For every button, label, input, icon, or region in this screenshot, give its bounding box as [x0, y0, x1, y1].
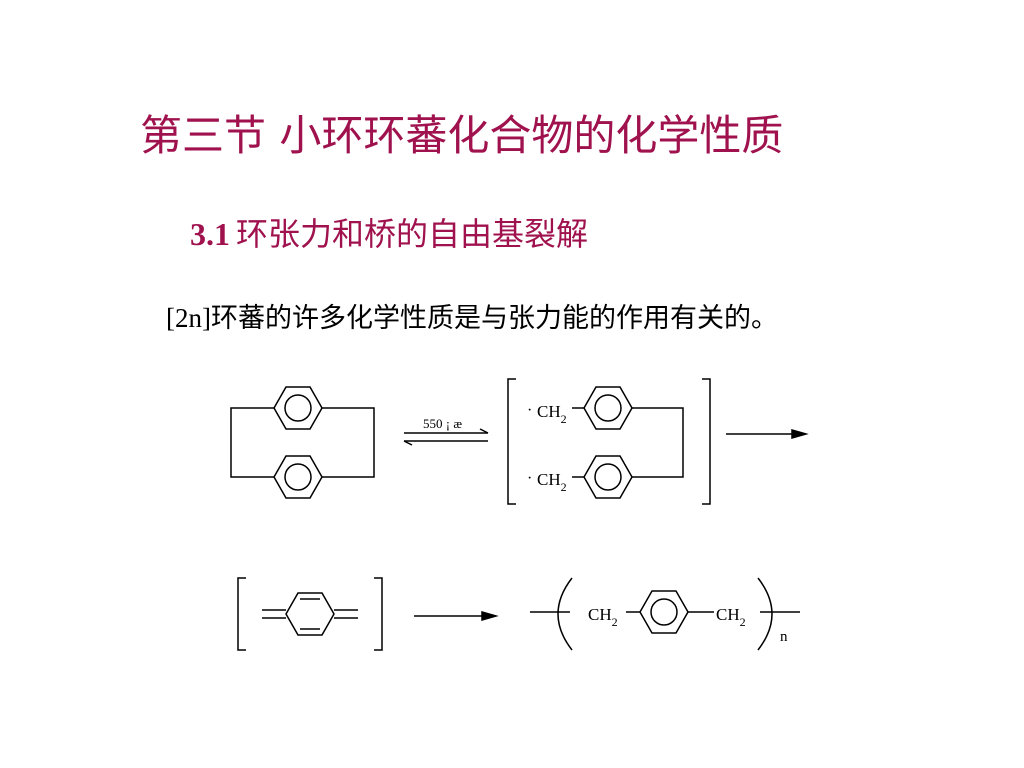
bracket-right-xylylene: [374, 577, 383, 651]
bracket-left-xylylene: [237, 577, 246, 651]
ch2-radical-upper-main: CH: [537, 402, 561, 421]
benzene-ring-radical-lower: [583, 455, 633, 499]
quinoid-ring: [285, 592, 335, 636]
benzene-ring-polymer: [639, 590, 689, 634]
ch2-radical-upper: CH2: [537, 402, 567, 426]
benzene-ring-lower: [273, 455, 323, 499]
radical-dot-lower: ·: [527, 470, 532, 487]
aromatic-circle-radical-lower: [594, 463, 622, 491]
ch2-polymer-right-sub: 2: [740, 615, 746, 629]
bracket-left: [507, 378, 516, 505]
ethylene-bridge-right: [322, 407, 375, 478]
ch2-radical-upper-sub: 2: [561, 412, 567, 426]
aromatic-circle-upper: [284, 394, 312, 422]
ch2-radical-lower: CH2: [537, 470, 567, 494]
xylylene-structure: [237, 577, 383, 651]
ch2-polymer-right-main: CH: [716, 605, 740, 624]
section-number: 3.1: [190, 216, 230, 252]
polymer-paren-right: [757, 577, 773, 651]
ethylene-bridge-left: [230, 407, 274, 478]
aromatic-circle-radical-upper: [594, 394, 622, 422]
ch2-radical-lower-main: CH: [537, 470, 561, 489]
polymer-subscript-n: n: [780, 629, 788, 645]
radical-dot-upper: ·: [527, 402, 532, 419]
benzene-ring-upper: [273, 386, 323, 430]
body-paragraph: [2n]环蕃的许多化学性质是与张力能的作用有关的。: [166, 298, 778, 339]
reaction-arrow-2: [414, 611, 499, 621]
section-subtitle-text: 环张力和桥的自由基裂解: [236, 215, 589, 253]
polymer-structure: [530, 577, 800, 651]
diradical-bracket: [507, 378, 711, 505]
ch2-polymer-left-main: CH: [588, 605, 612, 624]
paracyclophane-structure: [230, 386, 375, 499]
equilibrium-arrow: [403, 428, 489, 446]
aromatic-circle-lower: [284, 463, 312, 491]
ch2-radical-lower-sub: 2: [561, 480, 567, 494]
bracket-right: [702, 378, 711, 505]
body-text: 环蕃的许多化学性质是与张力能的作用有关的。: [210, 303, 778, 334]
ch2-polymer-left-sub: 2: [612, 615, 618, 629]
aromatic-circle-polymer: [650, 598, 678, 626]
polymer-paren-left: [557, 577, 573, 651]
ethylene-bridge-radical: [632, 407, 684, 478]
reaction-arrow-1: [726, 429, 809, 439]
benzene-ring-radical-upper: [583, 386, 633, 430]
ch2-polymer-left: CH2: [588, 605, 618, 629]
body-prefix: [2n]: [166, 303, 211, 333]
reaction-condition-label: 550 ¡ æ: [423, 416, 462, 431]
ch2-polymer-right: CH2: [716, 605, 746, 629]
page-title: 第三节 小环环蕃化合物的化学性质: [140, 111, 784, 160]
